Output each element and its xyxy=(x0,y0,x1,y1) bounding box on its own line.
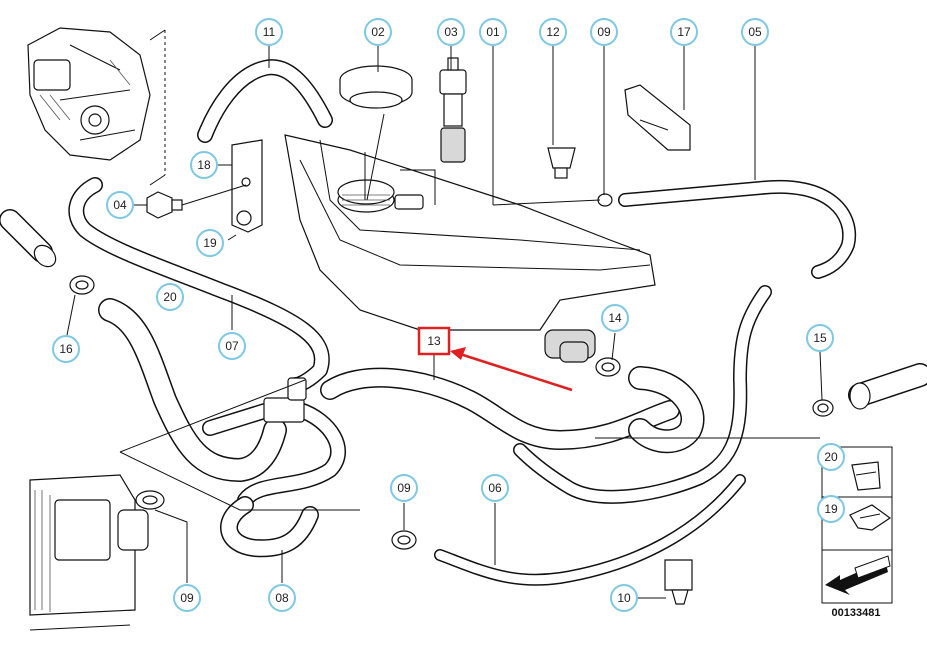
callout-label: 13 xyxy=(427,334,441,348)
callout-label: 01 xyxy=(486,25,500,39)
callout-01[interactable]: 01 xyxy=(479,18,507,46)
expansion-tank xyxy=(284,134,656,359)
callout-20-left[interactable]: 20 xyxy=(156,283,184,311)
callout-14[interactable]: 14 xyxy=(601,304,629,332)
callout-label: 17 xyxy=(677,25,691,39)
callout-label: 20 xyxy=(824,450,838,464)
callout-label: 16 xyxy=(59,342,73,356)
callouts: 11 02 03 01 12 09 17 05 18 04 19 20 07 1… xyxy=(52,18,845,612)
diagram-number: 00133481 xyxy=(832,607,881,619)
nut-part xyxy=(146,191,183,219)
clip-10-part xyxy=(664,559,693,605)
clamp-17-part xyxy=(624,84,691,151)
callout-label: 07 xyxy=(225,339,239,353)
callout-19-right[interactable]: 19 xyxy=(817,495,845,523)
callout-label: 06 xyxy=(488,481,502,495)
callout-label: 05 xyxy=(748,25,762,39)
callout-16[interactable]: 16 xyxy=(52,335,80,363)
callout-09-top[interactable]: 09 xyxy=(590,18,618,46)
cap-part xyxy=(339,65,413,109)
callout-08[interactable]: 08 xyxy=(268,584,296,612)
callout-04[interactable]: 04 xyxy=(106,191,134,219)
leader-lines xyxy=(66,45,823,599)
hose-clamps xyxy=(69,193,834,550)
callout-label: 20 xyxy=(163,290,177,304)
callout-07[interactable]: 07 xyxy=(218,332,246,360)
left-fitting-pipe xyxy=(0,209,57,268)
callout-label: 02 xyxy=(371,25,385,39)
callout-20-right[interactable]: 20 xyxy=(817,443,845,471)
callout-13[interactable]: 13 xyxy=(417,326,451,356)
callout-02[interactable]: 02 xyxy=(364,18,392,46)
callout-label: 19 xyxy=(203,236,217,250)
sensor-part xyxy=(439,57,467,163)
callout-label: 19 xyxy=(824,502,838,516)
callout-09-middle[interactable]: 09 xyxy=(390,474,418,502)
callout-label: 04 xyxy=(113,198,127,212)
callout-03[interactable]: 03 xyxy=(437,18,465,46)
callout-15[interactable]: 15 xyxy=(806,324,834,352)
callout-label: 08 xyxy=(275,591,289,605)
callout-10[interactable]: 10 xyxy=(610,584,638,612)
bracket-part xyxy=(231,139,263,233)
callout-label: 12 xyxy=(546,25,560,39)
right-fitting-pipe xyxy=(848,363,927,410)
callout-06[interactable]: 06 xyxy=(481,474,509,502)
callout-label: 15 xyxy=(813,331,827,345)
engine-illustration xyxy=(27,27,166,186)
callout-09-bottom[interactable]: 09 xyxy=(173,584,201,612)
callout-17[interactable]: 17 xyxy=(670,18,698,46)
highlight-arrow xyxy=(450,347,573,392)
callout-label: 14 xyxy=(608,311,622,325)
callout-label: 18 xyxy=(197,158,211,172)
callout-18[interactable]: 18 xyxy=(190,151,218,179)
callout-label: 03 xyxy=(444,25,458,39)
clip-12-part xyxy=(547,147,576,179)
arrow-icon xyxy=(825,555,891,595)
callout-label: 11 xyxy=(263,25,276,39)
radiator-illustration xyxy=(29,474,149,631)
callout-11[interactable]: 11 xyxy=(255,18,283,46)
callout-12[interactable]: 12 xyxy=(539,18,567,46)
callout-label: 09 xyxy=(180,591,194,605)
hoses xyxy=(68,59,857,586)
callout-19-left[interactable]: 19 xyxy=(196,229,224,257)
t-junction xyxy=(263,377,307,423)
callout-05[interactable]: 05 xyxy=(741,18,769,46)
callout-label: 09 xyxy=(597,25,611,39)
callout-label: 10 xyxy=(617,591,631,605)
callout-label: 09 xyxy=(397,481,411,495)
parts-side-panel xyxy=(821,446,893,604)
